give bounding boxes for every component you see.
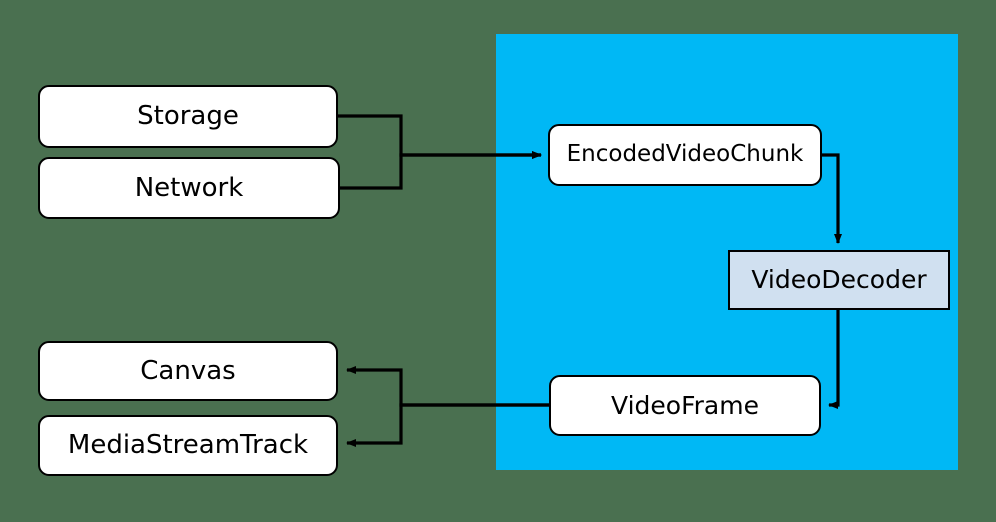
node-videodecoder[interactable]: VideoDecoder [728,250,950,310]
node-videoframe-label: VideoFrame [611,390,759,420]
node-mediastreamtrack-label: MediaStreamTrack [67,430,309,461]
node-storage-label: Storage [137,101,239,132]
node-videoframe[interactable]: VideoFrame [549,375,821,436]
edge-videoframe-to-canvas [346,366,549,407]
node-videodecoder-label: VideoDecoder [751,265,927,295]
node-network[interactable]: Network [38,157,340,219]
node-canvas-label: Canvas [140,355,236,386]
node-canvas[interactable]: Canvas [38,341,338,401]
node-storage[interactable]: Storage [38,85,338,148]
node-network-label: Network [134,172,244,203]
edge-videodecoder-to-videoframe [828,310,840,409]
edge-videoframe-to-mediastreamtrack [346,403,549,447]
node-encodedvideochunk[interactable]: EncodedVideoChunk [548,124,822,186]
edge-encodedvideochunk-to-videodecoder [822,153,842,244]
node-mediastreamtrack[interactable]: MediaStreamTrack [38,415,338,476]
edge-network-to-encodedvideochunk [340,151,542,190]
edge-storage-to-encodedvideochunk [338,114,542,159]
node-encodedvideochunk-label: EncodedVideoChunk [566,141,804,168]
